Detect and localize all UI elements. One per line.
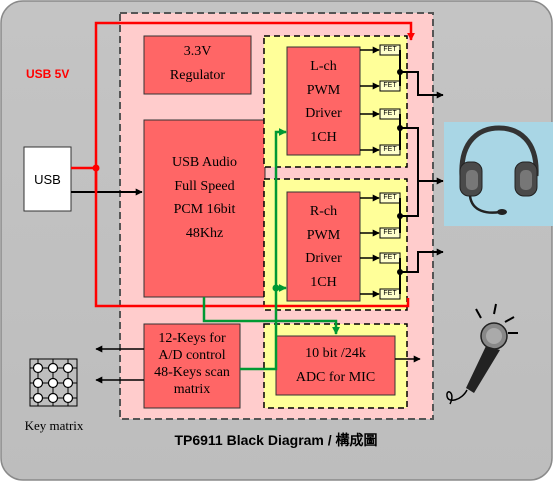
- left-driver-line: 1CH: [310, 129, 337, 145]
- key-matrix-label: Key matrix: [24, 418, 84, 433]
- adc-line: 10 bit /24k: [305, 346, 366, 361]
- left-driver-line: L-ch: [310, 59, 337, 74]
- fet-junction-dots: [397, 69, 403, 275]
- fet-label: FET: [383, 146, 397, 153]
- signal-junction-dots: [272, 284, 280, 292]
- keys-block: [143, 323, 241, 409]
- right-driver-line: R-ch: [309, 204, 338, 219]
- left-driver-line: Driver: [305, 106, 342, 121]
- fet-label: FET: [383, 82, 397, 89]
- left-driver-label: L-ch PWM Driver 1CH: [287, 55, 360, 149]
- fet-label: FET: [383, 290, 397, 297]
- power-junction-dots: [92, 164, 100, 172]
- keys-line: A/D control: [158, 348, 226, 363]
- usb-audio-line: PCM 16bit: [173, 202, 236, 217]
- usb-audio-block: [143, 119, 266, 298]
- adc-block: [275, 335, 396, 396]
- usb-audio-label: USB Audio Full Speed PCM 16bit 48Khz: [144, 151, 265, 245]
- left-driver-block: [286, 46, 361, 156]
- keys-line: 12-Keys for: [158, 331, 226, 346]
- usb-power-label: USB 5V: [26, 67, 70, 81]
- fet-label: FET: [383, 229, 397, 236]
- keys-label: 12-Keys for A/D control 48-Keys scan mat…: [144, 330, 240, 398]
- regulator-label: 3.3V Regulator: [144, 40, 251, 87]
- right-driver-line: Driver: [305, 251, 342, 266]
- microphone-icon: [446, 303, 518, 405]
- left-driver-line: PWM: [306, 82, 341, 98]
- usb-label: USB: [34, 172, 61, 187]
- keys-line: matrix: [173, 382, 211, 397]
- regulator-line: Regulator: [169, 67, 226, 83]
- usb-audio-line: Full Speed: [174, 178, 235, 194]
- right-driver-block: [286, 191, 361, 302]
- usb-audio-line: 48Khz: [185, 225, 224, 241]
- diagram-title: TP6911 Black Diagram / 構成圖: [174, 432, 378, 448]
- right-driver-line: PWM: [306, 227, 341, 243]
- key-matrix-icon: [29, 358, 78, 407]
- usb-box: [23, 146, 72, 212]
- fet-label: FET: [383, 194, 397, 201]
- adc-label: 10 bit /24k ADC for MIC: [276, 342, 395, 389]
- fet-label: FET: [383, 46, 397, 53]
- fet-output-lines: [399, 50, 444, 294]
- keys-line: 48-Keys scan: [154, 365, 230, 380]
- fet-label: FET: [383, 110, 397, 117]
- regulator-block: [143, 35, 252, 95]
- fet-label: FET: [383, 254, 397, 261]
- right-driver-label: R-ch PWM Driver 1CH: [287, 200, 360, 294]
- regulator-line: 3.3V: [183, 44, 212, 59]
- driver-to-fet-arrows: [360, 46, 380, 298]
- right-driver-line: 1CH: [310, 274, 337, 290]
- keys-io-arrows: [95, 345, 144, 384]
- adc-line: ADC for MIC: [295, 369, 376, 385]
- usb-power-lines: [71, 21, 415, 308]
- headset-icon: [459, 125, 539, 215]
- usb-audio-line: USB Audio: [172, 155, 237, 170]
